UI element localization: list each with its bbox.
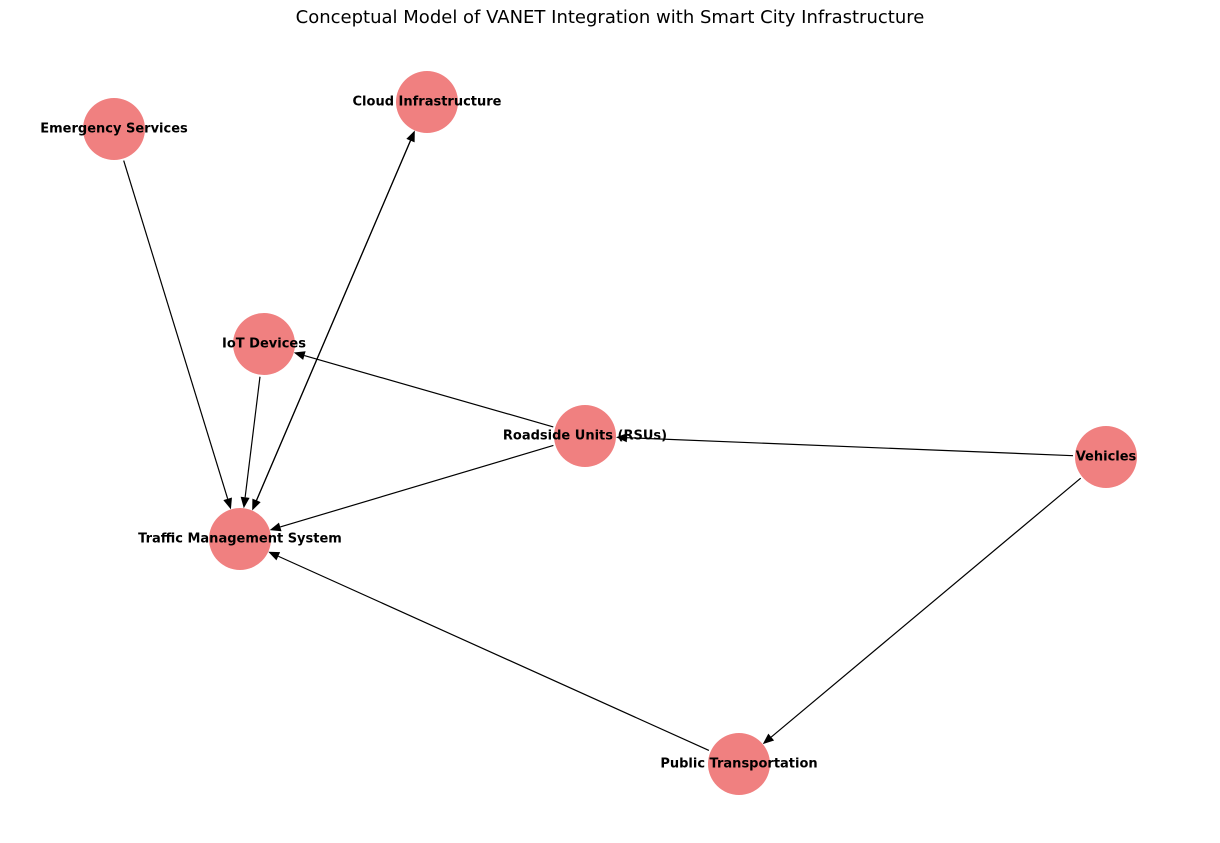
edge-line bbox=[255, 132, 415, 501]
edge-vehicles-to-rsu bbox=[615, 433, 1074, 457]
edge-public-to-tms bbox=[268, 551, 710, 751]
edge-iot-to-tms bbox=[240, 376, 261, 509]
arrowhead-icon bbox=[268, 551, 281, 561]
node-vehicles bbox=[1075, 426, 1137, 488]
node-rsu bbox=[554, 405, 616, 467]
arrowhead-icon bbox=[269, 522, 282, 532]
edge-line bbox=[304, 354, 554, 428]
arrowhead-icon bbox=[762, 733, 775, 745]
edge-line bbox=[278, 555, 710, 751]
edge-line bbox=[280, 444, 554, 528]
arrowhead-icon bbox=[240, 496, 250, 509]
node-tms bbox=[209, 508, 271, 570]
node-label-tms: Traffic Management System bbox=[138, 532, 342, 547]
node-iot bbox=[233, 313, 295, 375]
arrowhead-icon bbox=[252, 498, 261, 511]
arrowhead-icon bbox=[223, 497, 232, 510]
edge-emergency-to-tms bbox=[123, 160, 232, 510]
edge-vehicles-to-public bbox=[762, 477, 1082, 745]
diagram-title: Conceptual Model of VANET Integration wi… bbox=[295, 7, 925, 28]
arrowhead-icon bbox=[293, 351, 306, 360]
edge-line bbox=[626, 437, 1074, 457]
edges-layer bbox=[123, 130, 1082, 751]
nodes-layer bbox=[83, 71, 1137, 795]
edge-line bbox=[244, 376, 261, 498]
node-label-iot: IoT Devices bbox=[222, 337, 306, 352]
node-cloud bbox=[396, 71, 458, 133]
arrowhead-icon bbox=[615, 433, 628, 443]
arrowhead-icon bbox=[406, 130, 415, 143]
node-emergency bbox=[83, 98, 145, 160]
node-public bbox=[708, 733, 770, 795]
edge-line bbox=[770, 477, 1082, 738]
edge-rsu-to-iot bbox=[293, 351, 554, 428]
labels-layer: Vehicles Roadside Units (RSUs) Traffic Man… bbox=[40, 95, 1136, 772]
node-label-rsu: Roadside Units (RSUs) bbox=[503, 429, 667, 444]
node-label-emergency: Emergency Services bbox=[40, 122, 188, 137]
edge-cloud-to-tms bbox=[252, 132, 415, 511]
edge-rsu-to-tms bbox=[269, 444, 554, 532]
node-label-cloud: Cloud Infrastructure bbox=[353, 95, 502, 110]
edge-line bbox=[123, 160, 229, 500]
node-label-vehicles: Vehicles bbox=[1076, 450, 1137, 465]
node-label-public: Public Transportation bbox=[660, 757, 817, 772]
